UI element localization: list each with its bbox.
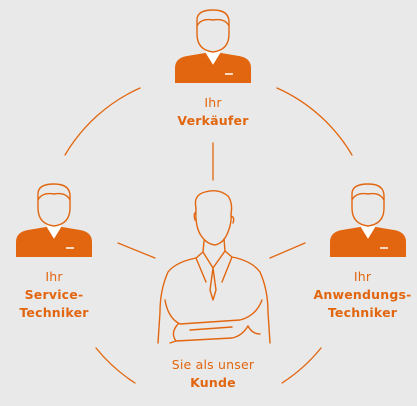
person-icon-top bbox=[175, 9, 251, 83]
label-left-title-line1: Service- bbox=[24, 287, 84, 302]
person-icon-left bbox=[16, 183, 92, 257]
label-right-title-line1: Anwendungs- bbox=[313, 287, 412, 302]
label-center: Sie als unser Kunde bbox=[148, 356, 278, 392]
label-right-title-line2: Techniker bbox=[327, 305, 398, 320]
label-top: Ihr Verkäufer bbox=[153, 94, 273, 130]
label-center-prefix: Sie als unser bbox=[171, 357, 255, 372]
label-top-prefix: Ihr bbox=[204, 95, 222, 110]
arc-top-left bbox=[64, 87, 141, 156]
label-top-title: Verkäufer bbox=[177, 113, 249, 128]
label-center-title: Kunde bbox=[190, 375, 236, 390]
person-icon-right bbox=[330, 183, 406, 257]
label-left: Ihr Service- Techniker bbox=[0, 268, 108, 322]
spoke-right bbox=[269, 242, 306, 259]
label-left-title-line2: Techniker bbox=[19, 305, 89, 320]
label-right: Ihr Anwendungs- Techniker bbox=[308, 268, 417, 322]
label-left-prefix: Ihr bbox=[45, 269, 63, 284]
customer-outline-icon bbox=[157, 189, 271, 344]
arc-top-right bbox=[276, 87, 353, 156]
label-right-prefix: Ihr bbox=[353, 269, 372, 284]
spoke-left bbox=[117, 242, 156, 259]
arc-bottom-right bbox=[281, 347, 322, 384]
arc-bottom-left bbox=[95, 347, 136, 384]
